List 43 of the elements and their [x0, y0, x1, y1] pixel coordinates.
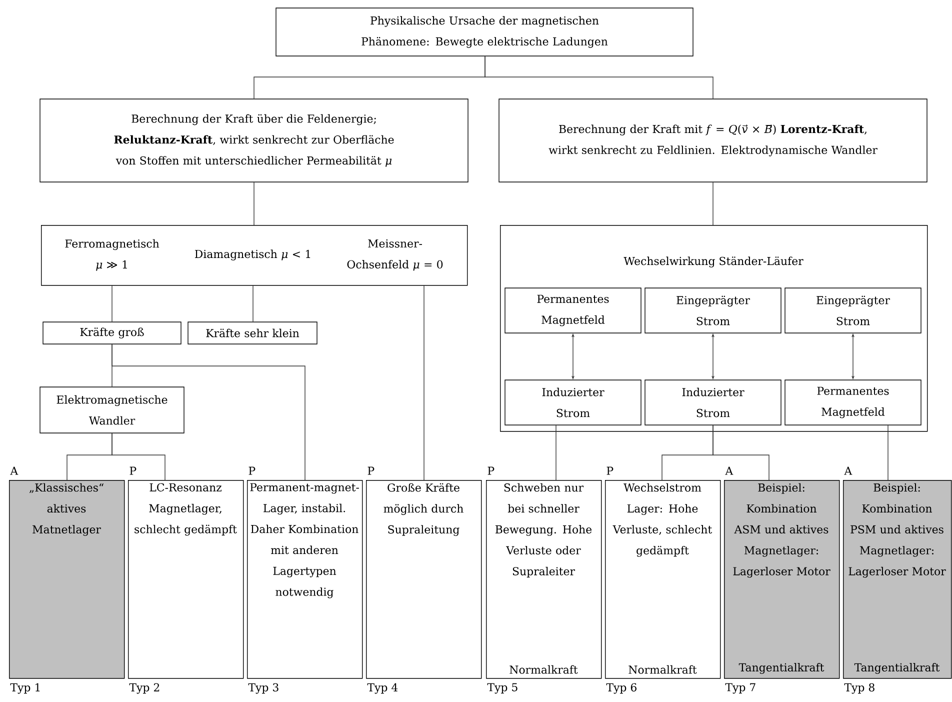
- process-box: Eingeprägter Strom: [644, 288, 782, 334]
- bearing-type-box: Große Kräfte möglich durch Supraleitung: [366, 480, 482, 679]
- bearing-type-box: LC-Resonanz Magnetlager, schlecht gedämpft: [128, 480, 244, 679]
- bearing-type-box: Beispiel: Kombination PSM und aktives Magnetlager: Lagerloser Motor Tangentialkraft: [843, 480, 952, 679]
- type-label: Typ 2: [129, 683, 160, 694]
- process-box: Permanentes Magnetfeld: [784, 380, 922, 426]
- process-box: Induzierter Strom: [504, 380, 642, 426]
- process-box: Berechnung der Kraft mit f = Q(v⃗ × B⃗) Lorentz-Kraft, wirkt senkrecht zu Feldlinien. Elektrodynamische Wandler: [498, 98, 928, 182]
- process-box: Eingeprägter Strom: [784, 288, 922, 334]
- type-letter: A: [725, 466, 734, 475]
- type-label: Typ 5: [487, 683, 518, 694]
- type-letter: P: [488, 466, 494, 475]
- connector: [712, 182, 714, 226]
- type-label: Typ 3: [248, 683, 278, 694]
- connector: [712, 425, 770, 480]
- type-letter: P: [130, 466, 136, 475]
- connector: [484, 56, 714, 99]
- process-box: Kräfte groß: [42, 322, 182, 344]
- connector: [252, 285, 254, 322]
- process-box: Induzierter Strom: [644, 380, 782, 426]
- material-box: Ferromagnetisch μ ≫ 1 Diamagnetisch μ < 1 Meissner-Ochsenfeld μ = 0: [41, 225, 468, 286]
- connector: [112, 433, 166, 480]
- type-label: Typ 4: [367, 683, 398, 694]
- process-box: Berechnung der Kraft über die Feldenergie; Reluktanz-Kraft, wirkt senkrecht zur Oberfläche von Stoffen mit unterschiedlicher Permeabilität μ: [40, 98, 468, 182]
- process-box: Kräfte sehr klein: [188, 322, 318, 344]
- type-letter: A: [10, 466, 18, 475]
- process-box: Physikalische Ursache der magnetischen Phänomene: Bewegte elektrische Ladungen: [276, 8, 694, 56]
- type-letter: P: [248, 466, 256, 475]
- type-label: Typ 7: [725, 683, 756, 694]
- bearing-type-box: Beispiel: Kombination ASM und aktives Magnetlager: Lagerloser Motor Tangentialkraft: [724, 480, 840, 679]
- process-box: Elektromagnetische Wandler: [40, 386, 184, 434]
- bearing-type-box: Wechselstrom Lager: Hohe Verluste, schlecht gedämpft Normalkraft: [605, 480, 721, 679]
- type-letter: A: [844, 466, 852, 475]
- bearing-type-box: Permanent-magnet-Lager, instabil. Daher Kombination mit anderen Lagertypen notwendig: [247, 480, 363, 679]
- bearing-type-box: „Klassisches“ aktives Matnetlager: [9, 480, 125, 679]
- type-label: Typ 1: [10, 683, 40, 694]
- connector: [112, 344, 306, 480]
- process-box: Permanentes Magnetfeld: [504, 288, 642, 334]
- bearing-type-box: Schweben nur bei schneller Bewegung. Hohe Verluste oder Supraleiter Normalkraft: [486, 480, 602, 679]
- type-letter: P: [606, 466, 614, 475]
- type-label: Typ 8: [844, 683, 874, 694]
- type-label: Typ 6: [606, 683, 636, 694]
- type-letter: P: [368, 466, 374, 475]
